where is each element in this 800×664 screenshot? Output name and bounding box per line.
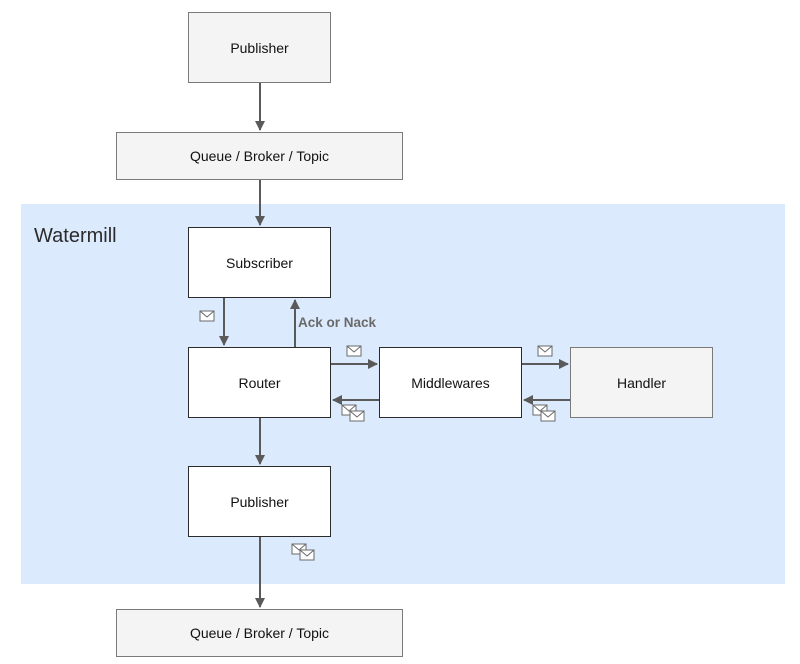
publisher-top-node: Publisher bbox=[188, 12, 331, 83]
queue-top-node: Queue / Broker / Topic bbox=[116, 132, 403, 180]
ack-nack-label: Ack or Nack bbox=[298, 315, 377, 330]
envelope-icon bbox=[199, 310, 215, 322]
envelopes-icon bbox=[341, 404, 365, 422]
envelope-icon bbox=[537, 345, 553, 357]
envelopes-icon bbox=[532, 404, 556, 422]
middlewares-node: Middlewares bbox=[379, 347, 522, 418]
envelope-icon bbox=[346, 345, 362, 357]
router-node: Router bbox=[188, 347, 331, 418]
envelopes-icon bbox=[291, 543, 315, 561]
region-title: Watermill bbox=[34, 225, 117, 247]
queue-bottom-node: Queue / Broker / Topic bbox=[116, 609, 403, 657]
subscriber-node: Subscriber bbox=[188, 227, 331, 298]
handler-node: Handler bbox=[570, 347, 713, 418]
publisher-bottom-node: Publisher bbox=[188, 466, 331, 537]
